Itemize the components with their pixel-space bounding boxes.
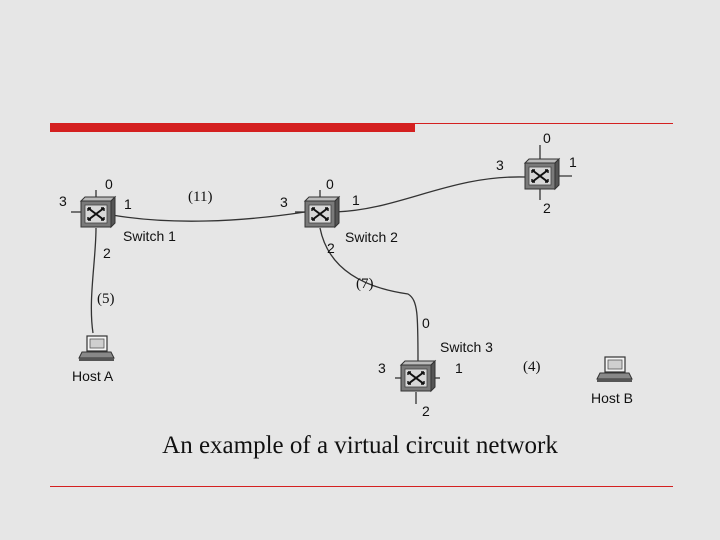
vc-label-4: (4) [523,359,541,375]
switch-1-port-2: 2 [103,245,111,261]
vc-label-7: (7) [356,276,374,292]
vc-label-5: (5) [97,291,115,307]
switch-4-port-2: 2 [543,200,551,216]
link-switch2-switch4 [334,176,526,213]
bottom-divider [50,486,673,487]
diagram-caption: An example of a virtual circuit network [162,432,558,459]
host-a-label: Host A [72,368,114,384]
port-stubs [71,145,572,404]
switch-4-port-0: 0 [543,130,551,146]
host-a-icon [78,335,115,362]
host-b-icon [596,356,633,383]
switch-3-port-2: 2 [422,403,430,419]
switch-4-port-3: 3 [496,157,504,173]
title-accent-bar [50,123,415,132]
switch-4-port-1: 1 [569,154,577,170]
switch-2-port-2: 2 [327,240,335,256]
switch-1-port-0: 0 [105,176,113,192]
switch-1-port-1: 1 [124,196,132,212]
switch-2-port-0: 0 [326,176,334,192]
switch-1-label: Switch 1 [123,228,176,244]
title-accent-line [415,123,673,124]
link-switch2-switch3 [319,227,419,363]
switch-2-icon [304,196,340,228]
vc-label-11: (11) [188,189,212,205]
switch-1-icon [80,196,116,228]
switch-3-label: Switch 3 [440,339,493,355]
host-b-label: Host B [591,390,633,406]
switch-3-port-3: 3 [378,360,386,376]
switch-4-icon [524,158,560,190]
link-switch1-switch2 [111,211,306,222]
switch-3-icon [400,360,436,392]
switch-2-port-3: 3 [280,194,288,210]
switch-2-port-1: 1 [352,192,360,208]
switch-2-label: Switch 2 [345,229,398,245]
switch-3-port-1: 1 [455,360,463,376]
switch-1-port-3: 3 [59,193,67,209]
link-switch1-hostA [90,227,97,334]
switch-3-port-0: 0 [422,315,430,331]
